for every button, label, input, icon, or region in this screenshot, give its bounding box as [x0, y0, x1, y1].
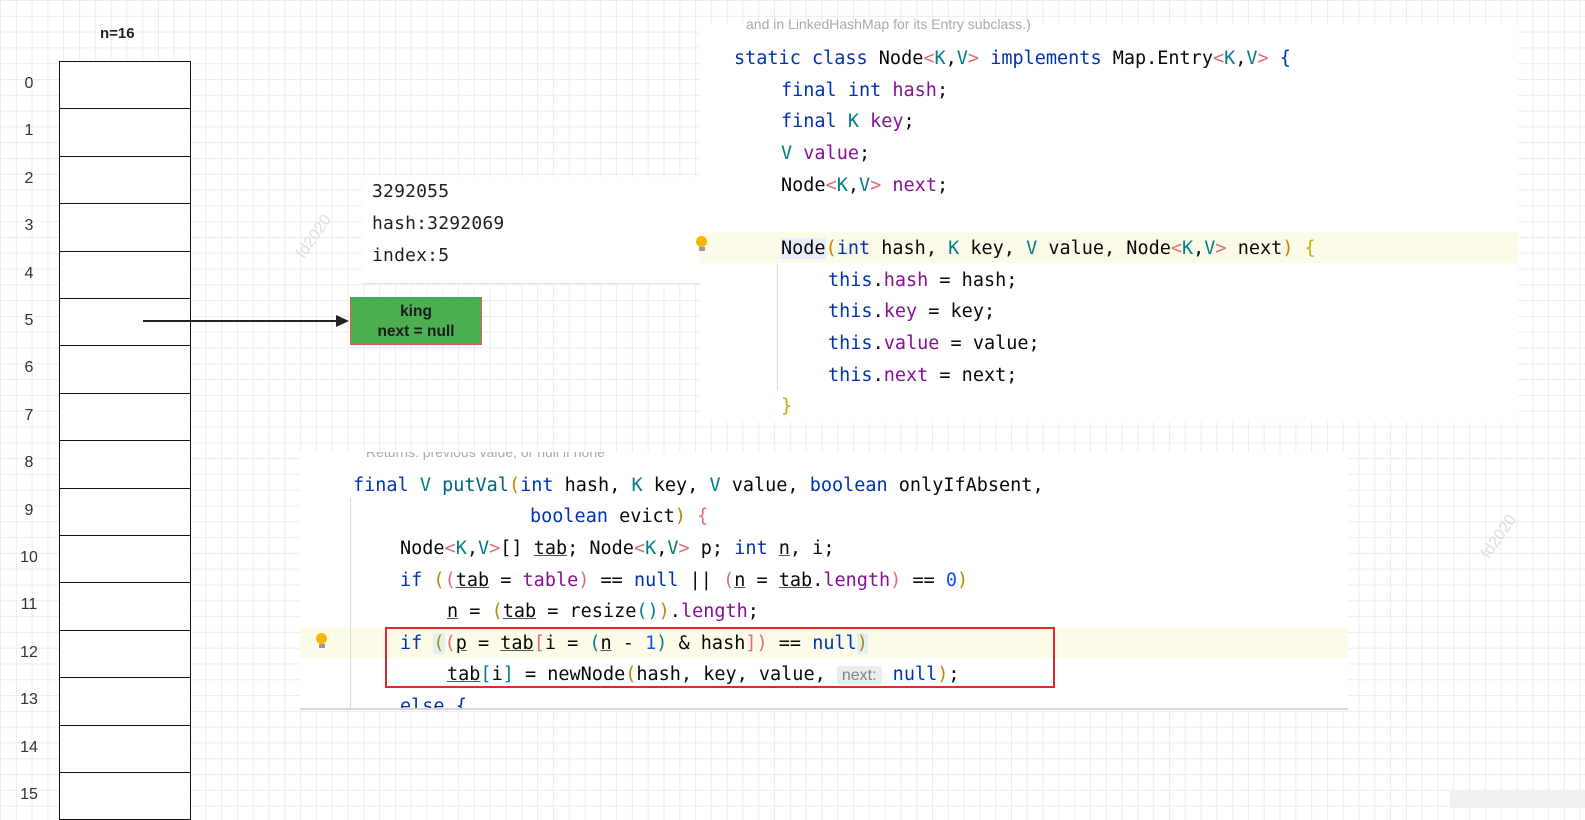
bucket-cell: [59, 440, 191, 489]
bucket-index-label: 13: [20, 691, 38, 709]
code-line-close-brace: }: [781, 396, 793, 417]
bucket-index-label: 10: [20, 549, 38, 566]
bucket-cell: [59, 61, 191, 110]
bucket-cell: [59, 392, 191, 442]
bucket-index-label: 14: [20, 738, 38, 756]
code-line-else: else {: [400, 696, 467, 710]
arrow-head-icon: [336, 315, 349, 327]
bucket-index-label: 12: [20, 643, 38, 661]
bucket-cell: [59, 677, 191, 726]
code-line-next-field: Node<K,V> next;: [781, 175, 949, 196]
indent-guide: [777, 264, 778, 390]
node-key: king: [400, 303, 432, 320]
bucket-cell: [59, 582, 191, 631]
highlight-box: [385, 627, 1055, 688]
code-line-new-node: tab[i] = newNode(hash, key, value, next:…: [447, 664, 960, 685]
code-line-if-table-empty: if ((tab = table) == null || (n = tab.le…: [400, 570, 969, 591]
bucket-cell: [59, 629, 191, 679]
bucket-cell: [59, 298, 191, 347]
code-line-local-vars: Node<K,V>[] tab; Node<K,V> p; int n, i;: [400, 538, 835, 559]
putval-code-panel: Returns: previous value, or null if none…: [300, 452, 1348, 710]
current-line-highlight: [700, 232, 1518, 263]
bucket-index-label: 6: [24, 359, 34, 377]
bucket-index-label: 4: [24, 264, 34, 282]
bucket-pointer-arrow: [143, 320, 338, 322]
hashcode-value: 3292055: [372, 181, 450, 202]
bucket-index-label: 8: [24, 454, 34, 472]
code-line-resize: n = (tab = resize()).length;: [447, 601, 759, 622]
corner-shadow: [1450, 790, 1585, 808]
bucket-index-label: 9: [24, 501, 34, 519]
bucket-index-label: 2: [24, 169, 34, 187]
code-line-putval-signature: final V putVal(int hash, K key, V value,…: [353, 475, 1044, 496]
node-next: next = null: [377, 323, 455, 340]
bucket-index-label: 3: [24, 217, 34, 235]
bucket-cell: [59, 203, 191, 252]
bucket-cell: [59, 487, 191, 536]
bucket-index-label: 1: [24, 122, 34, 140]
array-size-label: n=16: [100, 25, 135, 42]
code-line-constructor: Node(int hash, K key, V value, Node<K,V>…: [781, 238, 1316, 259]
bucket-cell: [59, 250, 191, 299]
bucket-cell: [59, 535, 191, 584]
bucket-index-label: 7: [24, 406, 34, 424]
faded-doc-comment: Returns: previous value, or null if none: [366, 452, 605, 460]
current-line-highlight: [300, 627, 1348, 658]
bucket-index-label: 0: [24, 75, 34, 92]
code-line-key-field: final K key;: [781, 111, 915, 132]
bucket-index-label: 15: [20, 786, 38, 803]
watermark: fd2020: [293, 211, 336, 262]
bucket-cell: [59, 772, 191, 820]
code-line-assign-hash: this.hash = hash;: [828, 270, 1018, 291]
bucket-cell: [59, 345, 191, 394]
code-line-hash-field: final int hash;: [781, 80, 949, 101]
faded-doc-comment: and in LinkedHashMap for its Entry subcl…: [746, 16, 1031, 32]
bucket-cell: [59, 724, 191, 773]
hash-value: hash:3292069: [372, 213, 505, 234]
bucket-cell: [59, 155, 191, 205]
node-king: king next = null: [350, 297, 482, 345]
bucket-index-label: 5: [24, 312, 34, 329]
lightbulb-icon[interactable]: [316, 633, 328, 649]
index-value: index:5: [372, 245, 450, 266]
bucket-index-label: 11: [20, 596, 38, 614]
code-line-putval-evict: boolean evict) {: [530, 506, 709, 527]
param-hint: next:: [836, 666, 882, 685]
watermark: fd2020: [1478, 511, 1521, 562]
code-line-assign-value: this.value = value;: [828, 333, 1040, 354]
code-line-assign-key: this.key = key;: [828, 301, 996, 322]
code-line-if-bucket-empty: if ((p = tab[i = (n - 1) & hash]) == nul…: [400, 633, 868, 654]
hash-info-panel: 3292055 hash:3292069 index:5: [362, 177, 702, 284]
code-line-value-field: V value;: [781, 143, 871, 164]
indent-guide: [350, 498, 351, 708]
code-line-class-decl: static class Node<K,V> implements Map.En…: [734, 48, 1291, 69]
node-class-code-panel: and in LinkedHashMap for its Entry subcl…: [696, 16, 1518, 422]
lightbulb-icon[interactable]: [696, 236, 708, 252]
code-line-assign-next: this.next = next;: [828, 365, 1018, 386]
bucket-cell: [59, 108, 191, 157]
